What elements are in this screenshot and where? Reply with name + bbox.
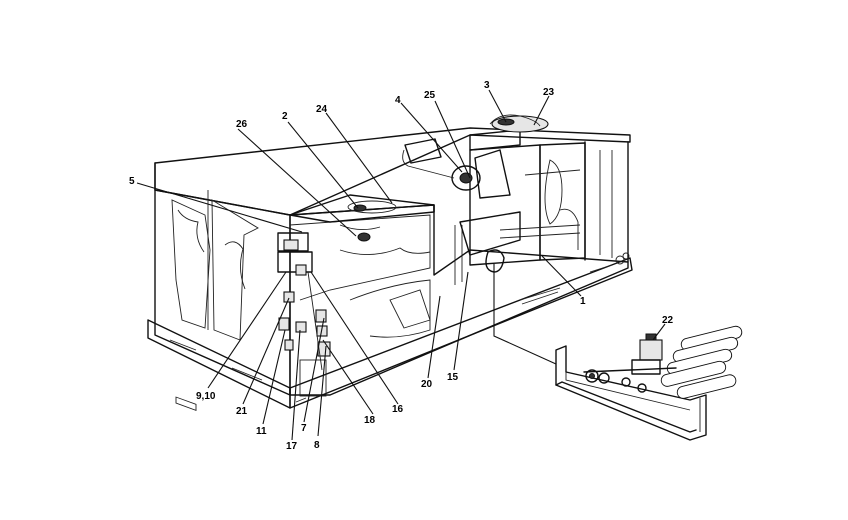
callout-23: 23	[543, 87, 555, 98]
callout-1: 1	[580, 296, 586, 307]
callout-labels: 1 2 3 4 5 7 8 9,10 11 15 16 17 18 20 21 …	[129, 80, 674, 452]
leader-lines	[136, 89, 666, 441]
callout-17: 17	[286, 441, 298, 452]
callout-3: 3	[484, 80, 490, 91]
callout-25: 25	[424, 90, 436, 101]
cabinet	[147, 114, 633, 411]
callout-7: 7	[301, 423, 307, 434]
callout-21: 21	[236, 406, 248, 417]
callout-18: 18	[364, 415, 376, 426]
callout-16: 16	[392, 404, 404, 415]
callout-24: 24	[316, 104, 328, 115]
callout-2: 2	[282, 111, 288, 122]
callout-5: 5	[129, 176, 135, 187]
callout-4: 4	[395, 95, 401, 106]
callout-20: 20	[421, 379, 433, 390]
callout-26: 26	[236, 119, 248, 130]
callout-9-10: 9,10	[196, 391, 216, 402]
burner-assembly	[555, 325, 743, 441]
callout-8: 8	[314, 440, 320, 451]
callout-11: 11	[256, 426, 267, 437]
callout-22: 22	[662, 315, 674, 326]
explode-line	[493, 264, 557, 365]
callout-15: 15	[447, 372, 459, 383]
